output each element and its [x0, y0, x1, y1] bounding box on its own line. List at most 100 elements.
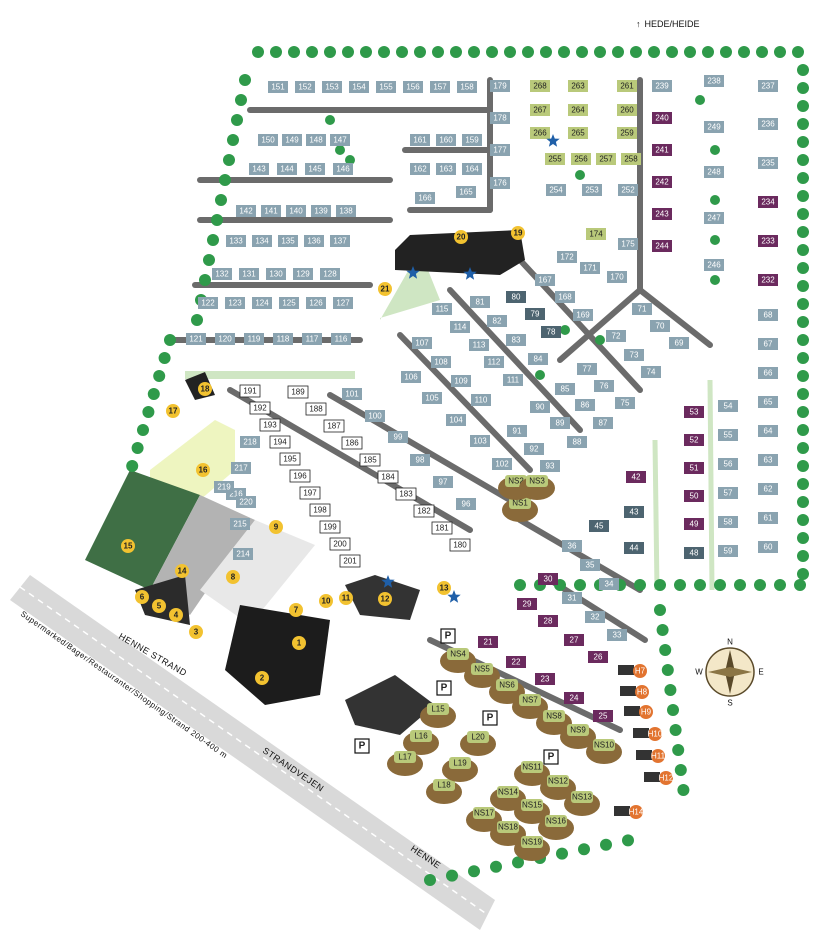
pitch-52[interactable]: 52 [684, 434, 704, 446]
pitch-258[interactable]: 258 [621, 153, 641, 165]
pitch-27[interactable]: 27 [564, 634, 584, 646]
pitch-81[interactable]: 81 [470, 296, 490, 308]
pitch-176[interactable]: 176 [490, 177, 510, 189]
cabin-ns17[interactable]: NS17 [466, 807, 502, 832]
pitch-97[interactable]: 97 [433, 476, 453, 488]
pitch-179[interactable]: 179 [490, 80, 510, 92]
pitch-238[interactable]: 238 [704, 75, 724, 87]
pitch-147[interactable]: 147 [330, 134, 350, 146]
pitch-243[interactable]: 243 [652, 208, 672, 220]
pitch-189[interactable]: 189 [287, 385, 309, 399]
pitch-169[interactable]: 169 [573, 309, 593, 321]
cabin-ns16[interactable]: NS16 [538, 815, 574, 840]
facility-20[interactable]: 20 [454, 230, 468, 244]
pitch-214[interactable]: 214 [233, 548, 253, 560]
pitch-60[interactable]: 60 [758, 541, 778, 553]
facility-7[interactable]: 7 [289, 603, 303, 617]
cabin-ns11[interactable]: NS11 [514, 761, 550, 786]
cabin-h10[interactable]: H10 [633, 727, 663, 741]
pitch-195[interactable]: 195 [279, 452, 301, 466]
pitch-191[interactable]: 191 [239, 384, 261, 398]
facility-1[interactable]: 1 [292, 636, 306, 650]
facility-11[interactable]: 11 [339, 591, 353, 605]
pitch-175[interactable]: 175 [618, 238, 638, 250]
cabin-ns5[interactable]: NS5 [464, 663, 500, 688]
pitch-61[interactable]: 61 [758, 512, 778, 524]
pitch-163[interactable]: 163 [436, 163, 456, 175]
pitch-134[interactable]: 134 [252, 235, 272, 247]
pitch-156[interactable]: 156 [403, 81, 423, 93]
pitch-188[interactable]: 188 [305, 402, 327, 416]
pitch-90[interactable]: 90 [530, 401, 550, 413]
pitch-157[interactable]: 157 [430, 81, 450, 93]
cabin-ns7[interactable]: NS7 [512, 694, 548, 719]
pitch-53[interactable]: 53 [684, 406, 704, 418]
pitch-102[interactable]: 102 [492, 458, 512, 470]
pitch-70[interactable]: 70 [650, 320, 670, 332]
pitch-63[interactable]: 63 [758, 454, 778, 466]
pitch-201[interactable]: 201 [339, 554, 361, 568]
cabin-ns12[interactable]: NS12 [540, 775, 576, 800]
pitch-236[interactable]: 236 [758, 118, 778, 130]
pitch-153[interactable]: 153 [322, 81, 342, 93]
pitch-138[interactable]: 138 [336, 205, 356, 217]
facility-16[interactable]: 16 [196, 463, 210, 477]
pitch-106[interactable]: 106 [401, 371, 421, 383]
pitch-88[interactable]: 88 [567, 436, 587, 448]
pitch-104[interactable]: 104 [446, 414, 466, 426]
pitch-132[interactable]: 132 [212, 268, 232, 280]
pitch-235[interactable]: 235 [758, 157, 778, 169]
pitch-30[interactable]: 30 [538, 573, 558, 585]
cabin-ns4[interactable]: NS4 [440, 648, 476, 673]
pitch-265[interactable]: 265 [568, 127, 588, 139]
pitch-79[interactable]: 79 [525, 308, 545, 320]
pitch-129[interactable]: 129 [293, 268, 313, 280]
pitch-199[interactable]: 199 [319, 520, 341, 534]
pitch-186[interactable]: 186 [341, 436, 363, 450]
pitch-246[interactable]: 246 [704, 259, 724, 271]
pitch-73[interactable]: 73 [624, 349, 644, 361]
pitch-167[interactable]: 167 [535, 274, 555, 286]
pitch-136[interactable]: 136 [304, 235, 324, 247]
pitch-33[interactable]: 33 [607, 629, 627, 641]
pitch-215[interactable]: 215 [230, 518, 250, 530]
pitch-165[interactable]: 165 [456, 186, 476, 198]
pitch-115[interactable]: 115 [432, 303, 452, 315]
pitch-24[interactable]: 24 [564, 692, 584, 704]
pitch-174[interactable]: 174 [586, 228, 606, 240]
facility-5[interactable]: 5 [152, 599, 166, 613]
pitch-158[interactable]: 158 [457, 81, 477, 93]
cabin-l19[interactable]: L19 [442, 757, 478, 782]
pitch-180[interactable]: 180 [449, 538, 471, 552]
pitch-137[interactable]: 137 [330, 235, 350, 247]
pitch-263[interactable]: 263 [568, 80, 588, 92]
cabin-l15[interactable]: L15 [420, 703, 456, 728]
pitch-267[interactable]: 267 [530, 104, 550, 116]
facility-9[interactable]: 9 [269, 520, 283, 534]
cabin-ns1[interactable]: NS1 [502, 497, 538, 522]
cabin-ns15[interactable]: NS15 [514, 799, 550, 824]
pitch-124[interactable]: 124 [252, 297, 272, 309]
pitch-82[interactable]: 82 [487, 315, 507, 327]
pitch-116[interactable]: 116 [331, 333, 351, 345]
pitch-87[interactable]: 87 [593, 417, 613, 429]
cabin-ns14[interactable]: NS14 [490, 786, 526, 811]
cabin-l16[interactable]: L16 [403, 730, 439, 755]
pitch-57[interactable]: 57 [718, 487, 738, 499]
pitch-234[interactable]: 234 [758, 196, 778, 208]
pitch-21[interactable]: 21 [478, 636, 498, 648]
cabin-h8[interactable]: H8 [620, 685, 649, 699]
pitch-219[interactable]: 219 [214, 481, 234, 493]
cabin-ns3[interactable]: NS3 [519, 475, 555, 500]
pitch-75[interactable]: 75 [615, 397, 635, 409]
cabin-ns18[interactable]: NS18 [490, 821, 526, 846]
pitch-44[interactable]: 44 [624, 542, 644, 554]
pitch-112[interactable]: 112 [484, 356, 504, 368]
pitch-193[interactable]: 193 [259, 418, 281, 432]
pitch-242[interactable]: 242 [652, 176, 672, 188]
pitch-31[interactable]: 31 [562, 592, 582, 604]
pitch-181[interactable]: 181 [431, 521, 453, 535]
pitch-187[interactable]: 187 [323, 419, 345, 433]
pitch-171[interactable]: 171 [580, 262, 600, 274]
pitch-148[interactable]: 148 [306, 134, 326, 146]
